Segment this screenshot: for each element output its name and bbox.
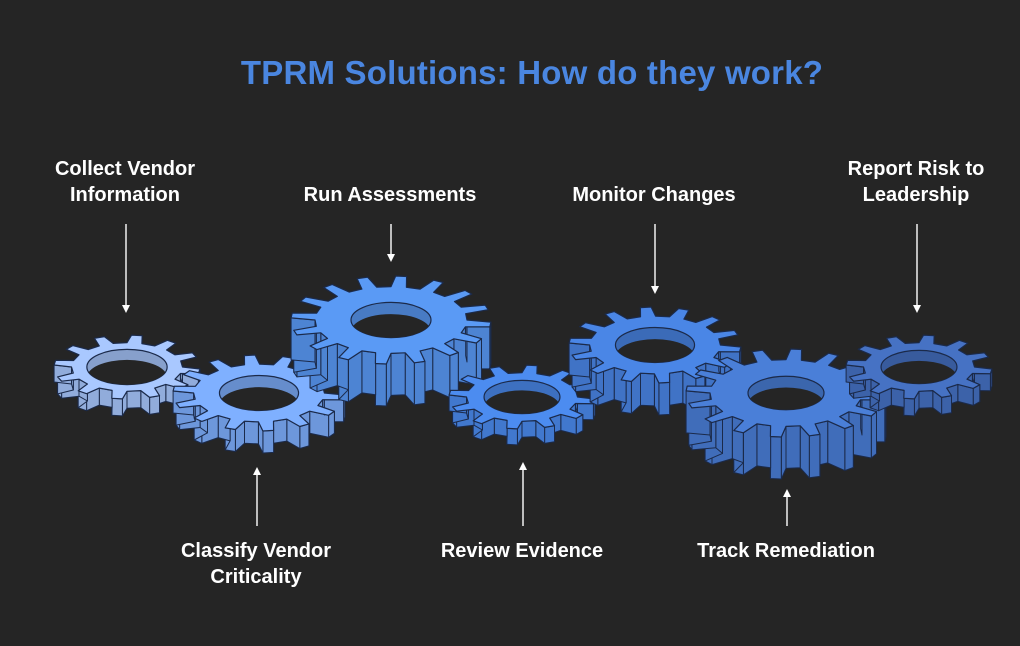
arrow-remediate xyxy=(783,489,791,526)
gear-hole-remediate xyxy=(747,375,825,411)
arrow-classify xyxy=(253,467,261,526)
arrow-report xyxy=(913,224,921,313)
gear-assess xyxy=(290,275,492,407)
arrow-review xyxy=(519,462,527,526)
step-label-remediate: Track Remediation xyxy=(697,540,875,562)
gear-hole-classify xyxy=(218,374,300,412)
gear-side-review xyxy=(448,390,596,446)
gear-remediate xyxy=(685,348,887,480)
gear-report xyxy=(845,334,993,417)
gear-hole-collect xyxy=(86,348,168,386)
gear-review xyxy=(448,364,596,446)
arrow-assess xyxy=(387,224,395,262)
arrow-monitor xyxy=(651,224,659,294)
gear-hole-report xyxy=(880,349,958,385)
diagram-title: TPRM Solutions: How do they work? xyxy=(240,54,824,91)
gear-hole-monitor xyxy=(614,326,696,364)
step-label-assess: Run Assessments xyxy=(303,184,477,206)
step-label-review: Review Evidence xyxy=(440,540,604,562)
gear-hole-review xyxy=(483,379,561,415)
gear-hole-assess xyxy=(350,301,432,339)
arrow-collect xyxy=(122,224,130,313)
step-label-monitor: Monitor Changes xyxy=(572,184,736,206)
